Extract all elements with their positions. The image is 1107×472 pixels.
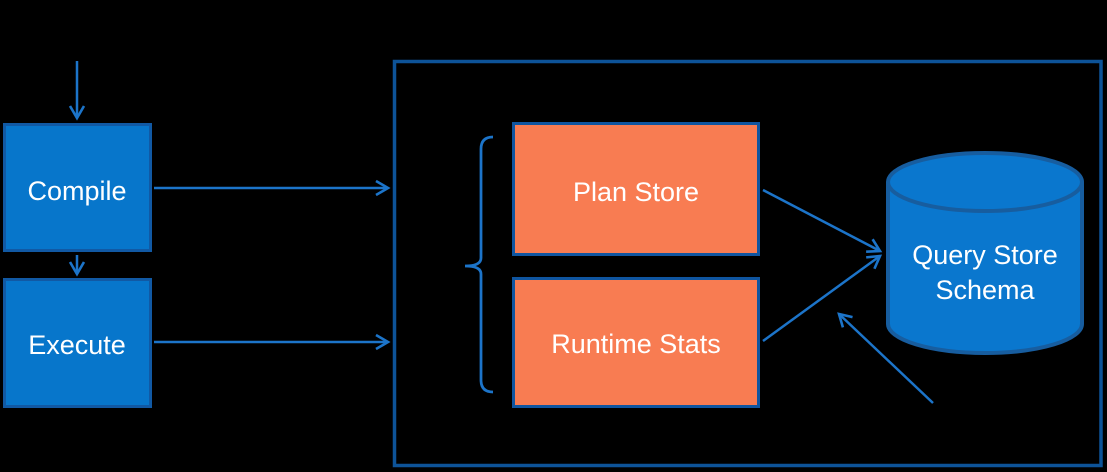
plan-store-node bbox=[512, 122, 760, 256]
runtime-stats-node bbox=[512, 277, 760, 408]
query-store-schema-label-line1: Query Store bbox=[912, 240, 1058, 270]
flow-arrow-runtime-stats-to-schema bbox=[762, 254, 883, 343]
database-cylinder-body bbox=[886, 182, 1084, 355]
database-cylinder-top bbox=[886, 151, 1084, 213]
curly-brace-icon bbox=[464, 135, 494, 394]
compile-node bbox=[3, 123, 152, 252]
plan-store-label: Plan Store bbox=[573, 177, 699, 207]
flow-arrow-plan-store-to-schema bbox=[762, 188, 883, 253]
flow-arrow-async-to-schema bbox=[837, 312, 934, 404]
compile-label: Compile bbox=[27, 176, 126, 206]
execute-label: Execute bbox=[28, 330, 126, 360]
query-store-schema-label-line2: Schema bbox=[935, 275, 1035, 305]
execute-node bbox=[3, 278, 152, 408]
runtime-stats-label: Runtime Stats bbox=[551, 329, 721, 359]
query-store-container bbox=[392, 59, 1103, 468]
